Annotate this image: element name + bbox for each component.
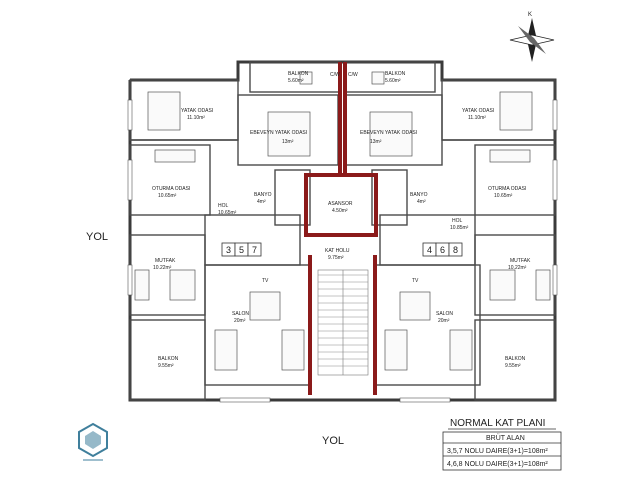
tv-left: TV [262, 278, 269, 284]
room-salon-right-name: SALON [436, 311, 453, 317]
unit-number-4: 4 [427, 245, 432, 255]
room-asansor-area: 4.50m² [332, 208, 348, 214]
room-ebeveyn-right-area: 13m² [370, 139, 382, 145]
room-balkon-top-left-name: BALKON [288, 71, 309, 77]
room-balkon-bottom-left-area: 9.55m² [158, 363, 174, 369]
road-label-bottom: YOL [322, 435, 344, 447]
core-labels: ASANSOR 4.50m² KAT HOLU 9.75m² [325, 201, 353, 261]
company-logo-icon [78, 422, 108, 461]
room-oturma-left-name: OTURMA ODASI [152, 186, 190, 192]
room-oturma-right-area: 10.65m² [494, 193, 513, 199]
right-unit-labels: BALKON 5.60m² YATAK ODASI 11.10m² EBEVEY… [348, 71, 531, 369]
room-ebeveyn-left-area: 13m² [282, 139, 294, 145]
unit-numbers-right: 4 6 8 [422, 242, 463, 257]
left-unit-walls [129, 61, 341, 401]
area-table-row-1: 3,5,7 NOLU DAIRE(3+1)=108m² [447, 448, 548, 455]
room-yatak-left-name: YATAK ODASI [181, 108, 213, 114]
cw-right: C/W [348, 72, 358, 78]
room-salon-left-name: SALON [232, 311, 249, 317]
compass-icon: K [509, 12, 555, 62]
room-hol-right-area: 10.85m² [450, 225, 469, 231]
room-banyo-right-area: 4m² [417, 199, 426, 205]
room-balkon-top-right-area: 5.60m² [385, 78, 401, 84]
room-ebeveyn-right-name: EBEVEYN YATAK ODASI [360, 130, 417, 136]
room-banyo-right-name: BANYO [410, 192, 428, 198]
area-table-row-2: 4,6,8 NOLU DAIRE(3+1)=108m² [447, 461, 548, 468]
furniture [134, 71, 551, 371]
left-unit-labels: BALKON 5.60m² YATAK ODASI 11.10m² EBEVEY… [152, 71, 340, 369]
room-ebeveyn-left-name: EBEVEYN YATAK ODASI [250, 130, 307, 136]
room-hol-left-name: HOL [218, 203, 229, 209]
room-kat-holu-area: 9.75m² [328, 255, 344, 261]
room-asansor-name: ASANSOR [328, 201, 353, 207]
unit-numbers-left: 3 5 7 [221, 242, 262, 257]
room-oturma-right-name: OTURMA ODASI [488, 186, 526, 192]
room-yatak-right-name: YATAK ODASI [462, 108, 494, 114]
room-mutfak-left-name: MUTFAK [155, 258, 176, 264]
room-kat-holu-name: KAT HOLU [325, 248, 350, 254]
room-balkon-bottom-left-name: BALKON [158, 356, 179, 362]
windows [127, 99, 558, 403]
room-banyo-left-area: 4m² [257, 199, 266, 205]
unit-number-6: 6 [440, 245, 445, 255]
room-mutfak-left-area: 10.22m² [153, 265, 172, 271]
room-balkon-bottom-right-name: BALKON [505, 356, 526, 362]
area-table-header: BRÜT ALAN [486, 434, 525, 442]
tv-right: TV [412, 278, 419, 284]
room-yatak-right-area: 11.10m² [468, 115, 486, 121]
unit-number-7: 7 [252, 245, 257, 255]
road-label-left: YOL [86, 231, 108, 243]
room-balkon-top-left-area: 5.60m² [288, 78, 304, 84]
unit-number-5: 5 [239, 245, 244, 255]
cw-left: C/W [330, 72, 340, 78]
compass-label: K [528, 12, 532, 18]
room-balkon-bottom-right-area: 9.55m² [505, 363, 521, 369]
room-yatak-left-area: 11.10m² [187, 115, 205, 121]
unit-number-8: 8 [453, 245, 458, 255]
title-block: NORMAL KAT PLANI BRÜT ALAN 3,5,7 NOLU DA… [442, 418, 562, 471]
room-salon-left-area: 20m² [234, 318, 246, 324]
room-balkon-top-right-name: BALKON [385, 71, 406, 77]
room-hol-left-area: 10.65m² [218, 210, 237, 216]
room-mutfak-right-area: 10.22m² [508, 265, 527, 271]
room-mutfak-right-name: MUTFAK [510, 258, 531, 264]
room-banyo-left-name: BANYO [254, 192, 272, 198]
stairs [317, 269, 369, 376]
central-core [304, 62, 378, 395]
unit-number-3: 3 [226, 245, 231, 255]
plan-title: NORMAL KAT PLANI [450, 418, 545, 429]
room-hol-right-name: HOL [452, 218, 463, 224]
room-salon-right-area: 20m² [438, 318, 450, 324]
room-oturma-left-area: 10.65m² [158, 193, 177, 199]
